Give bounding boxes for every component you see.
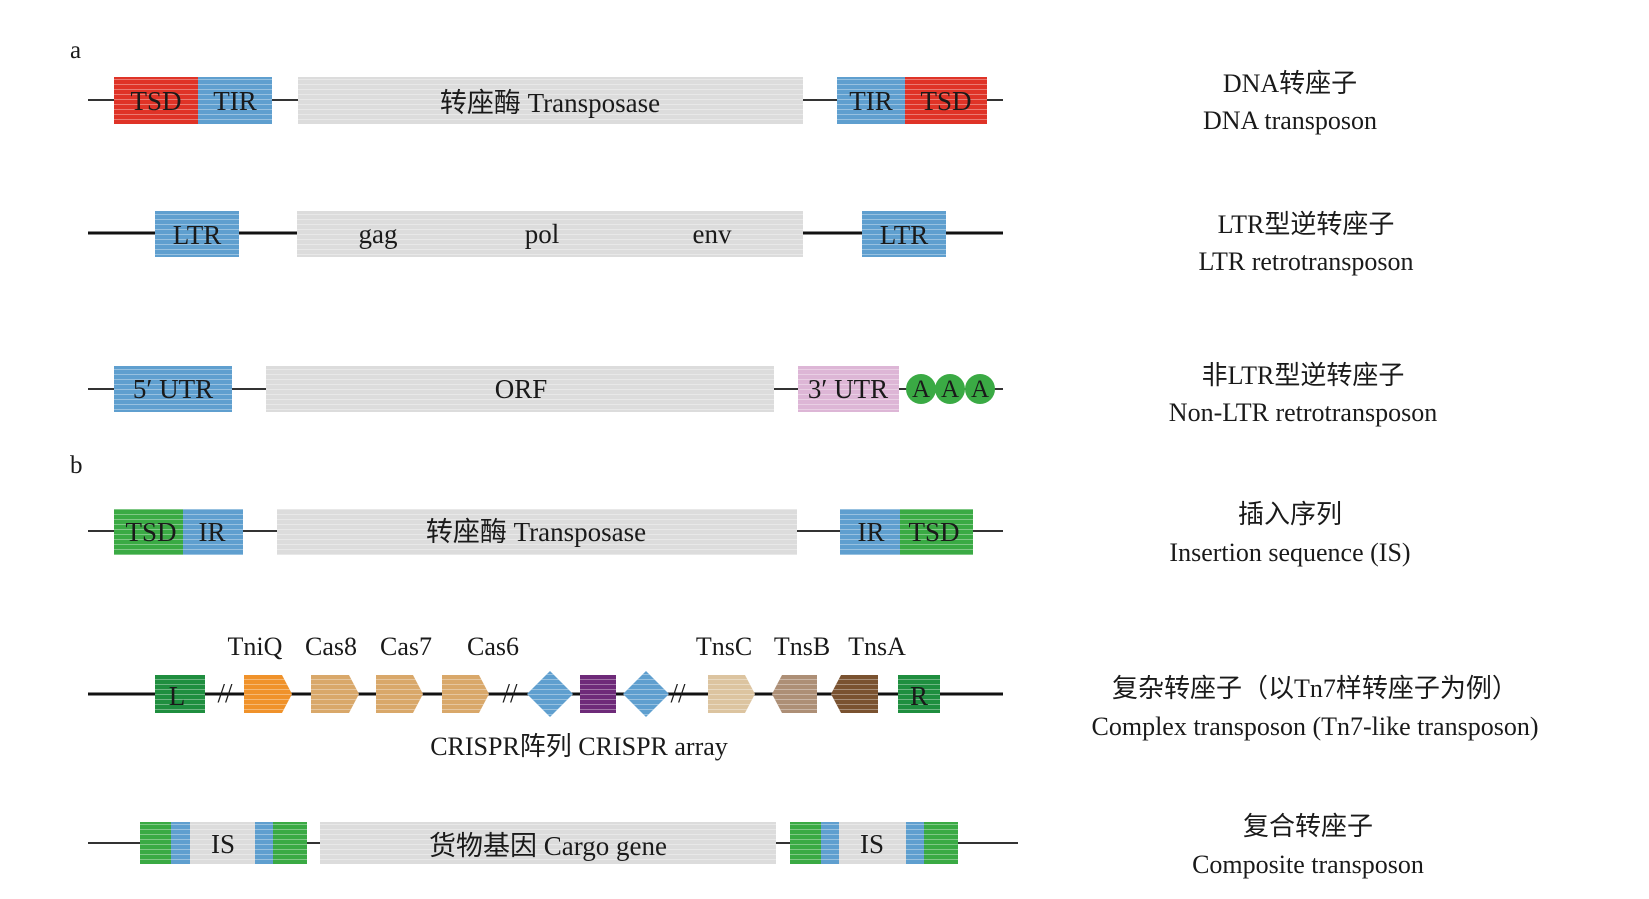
cas8-label: Cas8 [305, 632, 357, 661]
composite-transposon-name-en: Composite transposon [1192, 850, 1424, 879]
non-ltr-name-zh: 非LTR型逆转座子 [1202, 361, 1405, 390]
env-label: env [693, 219, 732, 249]
polya-circle [935, 374, 965, 404]
non-ltr-retrotransposon-row: 5′ UTR ORF 3′ UTR A A A 非LTR型逆转座子 Non-LT… [88, 361, 1437, 427]
break-mark: // [670, 678, 686, 708]
panel-a-letter: a [70, 37, 81, 64]
dna-transposon-name-en: DNA transposon [1203, 106, 1377, 135]
composite-transposon-row: IS 货物基因 Cargo gene IS 复合转座子 Composite tr… [88, 812, 1424, 879]
tsd-left-label: TSD [130, 86, 181, 116]
is-ir-right-label: IR [858, 517, 885, 547]
break-mark: // [502, 678, 518, 708]
composite-is-left-label: IS [211, 829, 235, 859]
break-mark: // [217, 678, 233, 708]
ltr-right-label: LTR [880, 220, 929, 250]
tir-left-label: TIR [213, 86, 257, 116]
is-transposase-label: 转座酶 Transposase [426, 517, 646, 547]
gag-label: gag [359, 219, 398, 249]
polya-circle [906, 374, 936, 404]
is-ir-left-label: IR [199, 517, 226, 547]
insertion-sequence-row: TSD IR 转座酶 Transposase IR TSD 插入序列 Inser… [88, 500, 1411, 567]
right-end-label: R [910, 681, 928, 711]
composite-is-right-label: IS [860, 829, 884, 859]
tnsa-label: TnsA [848, 632, 906, 661]
insertion-sequence-name-en: Insertion sequence (IS) [1169, 538, 1410, 567]
dna-transposon-name-zh: DNA转座子 [1223, 69, 1357, 98]
tnsb-label: TnsB [774, 632, 830, 661]
tnsc-label: TnsC [696, 632, 752, 661]
tir-right-label: TIR [849, 86, 893, 116]
polya-a-label: A [912, 376, 930, 403]
dna-transposon-row: TSD TIR 转座酶 Transposase TIR TSD DNA转座子 D… [88, 69, 1377, 135]
orf-label: ORF [495, 374, 548, 404]
crispr-array-label: CRISPR阵列 CRISPR array [430, 732, 728, 761]
pol-label: pol [525, 219, 560, 249]
ltr-retrotransposon-row: LTR gag pol env LTR LTR型逆转座子 LTR retrotr… [88, 210, 1413, 276]
cas6-label: Cas6 [467, 632, 519, 661]
tniq-label: TniQ [228, 632, 283, 661]
panel-b-letter: b [70, 452, 83, 479]
utr5-label: 5′ UTR [133, 374, 213, 404]
composite-transposon-name-zh: 复合转座子 [1243, 812, 1373, 841]
complex-transposon-row: // // // L R TniQ Cas8 Cas7 Cas6 TnsC Tn… [88, 632, 1539, 761]
is-tsd-left-label: TSD [125, 517, 176, 547]
cargo-gene-label: 货物基因 Cargo gene [429, 831, 667, 861]
is-tsd-right-label: TSD [908, 517, 959, 547]
cas7-label: Cas7 [380, 632, 432, 661]
tsd-right-label: TSD [920, 86, 971, 116]
transposase-label: 转座酶 Transposase [440, 88, 660, 118]
polya-a-label: A [971, 376, 989, 403]
non-ltr-name-en: Non-LTR retrotransposon [1169, 398, 1437, 427]
ltr-retrotransposon-name-en: LTR retrotransposon [1199, 247, 1414, 276]
ltr-retrotransposon-name-zh: LTR型逆转座子 [1218, 210, 1395, 239]
left-end-label: L [169, 681, 186, 711]
utr3-label: 3′ UTR [808, 374, 888, 404]
complex-transposon-name-zh: 复杂转座子（以Tn7样转座子为例） [1112, 674, 1518, 703]
polya-circle [965, 374, 995, 404]
polya-a-label: A [941, 376, 959, 403]
insertion-sequence-name-zh: 插入序列 [1238, 500, 1342, 529]
complex-transposon-name-en: Complex transposon (Tn7-like transposon) [1092, 712, 1539, 741]
ltr-left-label: LTR [173, 220, 222, 250]
